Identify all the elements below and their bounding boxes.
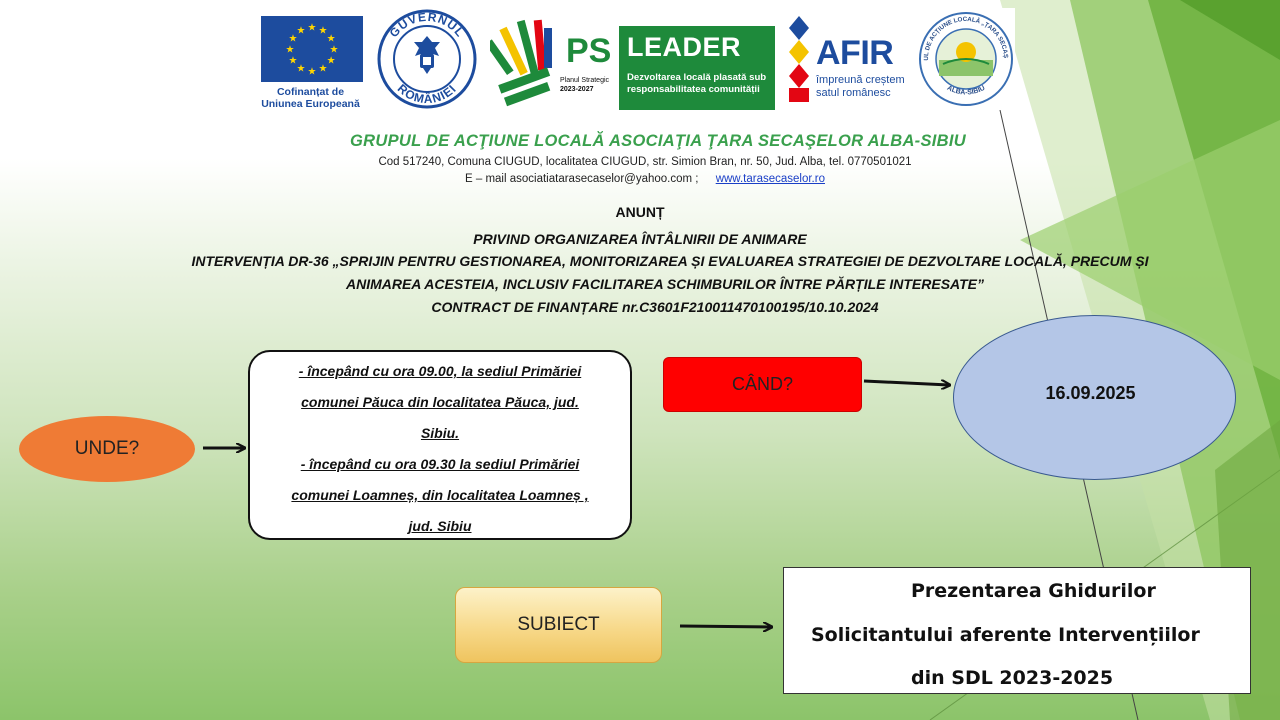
announcement-line4: CONTRACT DE FINANȚARE nr.C3601F210011470…	[431, 299, 879, 315]
date-ellipse: 16.09.2025	[953, 315, 1236, 480]
ps-caption: Planul Strategic 2023-2027	[560, 76, 612, 94]
eu-star-icon: ★	[308, 67, 317, 78]
where-line: - începând cu ora 09.30 la sediul Primăr…	[300, 456, 580, 472]
leader-logo: LEADER Dezvoltarea locală plasată sub re…	[619, 26, 775, 110]
where-line: comunei Loamneș, din localitatea Loamneș…	[291, 487, 589, 503]
eu-caption: Cofinanțat de Uniunea Europeană	[249, 86, 372, 110]
afir-pattern-icon	[789, 16, 809, 102]
where-line: comunei Păuca din localitatea Păuca, jud…	[301, 394, 579, 410]
subject-line2: Solicitantului aferente Intervențiilor	[811, 624, 1200, 646]
gal-bottom-text: ALBA-SIBIU	[946, 85, 986, 97]
afir-caption: împreună creștem satul românesc	[816, 74, 905, 100]
announcement-line1: PRIVIND ORGANIZAREA ÎNTÂLNIRII DE ANIMAR…	[473, 231, 807, 247]
svg-text:ALBA-SIBIU: ALBA-SIBIU	[946, 85, 986, 97]
eu-star-icon: ★	[319, 25, 328, 36]
subject-label: SUBIECT	[517, 614, 600, 635]
leader-line1: Dezvoltarea locală plasată sub	[627, 72, 767, 83]
ps-line1: Planul Strategic	[560, 77, 610, 84]
subject-label-box: SUBIECT	[455, 587, 662, 663]
afir-line1: împreună creștem	[816, 74, 905, 86]
subject-line3: din SDL 2023-2025	[911, 667, 1114, 689]
eu-star-icon: ★	[319, 64, 328, 75]
eu-star-icon: ★	[308, 23, 317, 34]
where-label-ellipse: UNDE?	[19, 416, 195, 482]
eu-flag-icon: ★★★★★★★★★★★★	[261, 16, 363, 82]
eu-star-icon: ★	[297, 25, 306, 36]
wheat-field-icon	[939, 42, 993, 76]
afir-logo: AFIR împreună creștem satul românesc	[782, 8, 910, 110]
eu-caption-line2: Uniunea Europeană	[261, 98, 360, 110]
eu-star-icon: ★	[288, 56, 297, 67]
announcement-line2: INTERVENȚIA DR-36 „SPRIJIN PENTRU GESTIO…	[191, 253, 1149, 269]
leader-line2: responsabilitatea comunității	[627, 84, 760, 95]
subject-details-box: Prezentarea Ghidurilor Solicitantului af…	[783, 567, 1251, 694]
email-text: E – mail asociatiatarasecaselor@yahoo.co…	[465, 173, 699, 185]
where-label: UNDE?	[74, 438, 140, 459]
website-link[interactable]: www.tarasecaselor.ro	[715, 173, 825, 185]
eu-logo: ★★★★★★★★★★★★ Cofinanțat de Uniunea Europ…	[249, 8, 372, 110]
when-label-box: CÂND?	[663, 357, 862, 412]
ps-planul-strategic-logo: PS Planul Strategic 2023-2027	[485, 8, 612, 110]
when-label: CÂND?	[731, 374, 793, 394]
announcement-line3: ANIMAREA ACESTEIA, INCLUSIV FACILITAREA …	[345, 276, 985, 292]
eu-star-icon: ★	[288, 34, 297, 45]
where-details-box: - începând cu ora 09.00, la sediul Primă…	[248, 350, 632, 540]
eu-star-icon: ★	[327, 56, 336, 67]
announcement-title: ANUNȚ	[615, 204, 665, 220]
eagle-crest-icon	[414, 36, 440, 74]
subject-line1: Prezentarea Ghidurilor	[911, 580, 1156, 602]
organization-name: GRUPUL DE ACŢIUNE LOCALĂ ASOCIAŢIA ŢARA …	[350, 132, 966, 150]
where-line: jud. Sibiu	[408, 518, 472, 534]
afir-line2: satul românesc	[816, 87, 891, 99]
ps-letters: PS	[566, 32, 611, 70]
afir-title: AFIR	[816, 34, 894, 72]
eu-star-icon: ★	[286, 45, 295, 56]
eu-star-icon: ★	[297, 64, 306, 75]
eu-caption-line1: Cofinanțat de	[276, 86, 345, 98]
eu-star-icon: ★	[330, 45, 339, 56]
eu-stars-icon: ★★★★★★★★★★★★	[286, 23, 339, 78]
leader-caption: Dezvoltarea locală plasată sub responsab…	[627, 72, 773, 96]
ps-stripes-icon	[485, 19, 552, 107]
where-line: - începând cu ora 09.00, la sediul Primă…	[298, 363, 582, 379]
guvernul-romaniei-logo: GUVERNUL ROMÂNIEI	[374, 8, 480, 110]
eu-star-icon: ★	[327, 34, 336, 45]
contact-line: E – mail asociatiatarasecaselor@yahoo.co…	[0, 173, 1280, 185]
leader-title: LEADER	[627, 32, 742, 62]
where-line: Sibiu.	[420, 425, 460, 441]
gal-tara-secaselor-logo: GRUPUL DE ACȚIUNE LOCALĂ „ȚARA SECAȘELOR…	[915, 3, 1015, 110]
ps-line2: 2023-2027	[560, 86, 594, 93]
event-date: 16.09.2025	[1045, 383, 1136, 403]
address-line: Cod 517240, Comuna CIUGUD, localitatea C…	[378, 156, 912, 168]
